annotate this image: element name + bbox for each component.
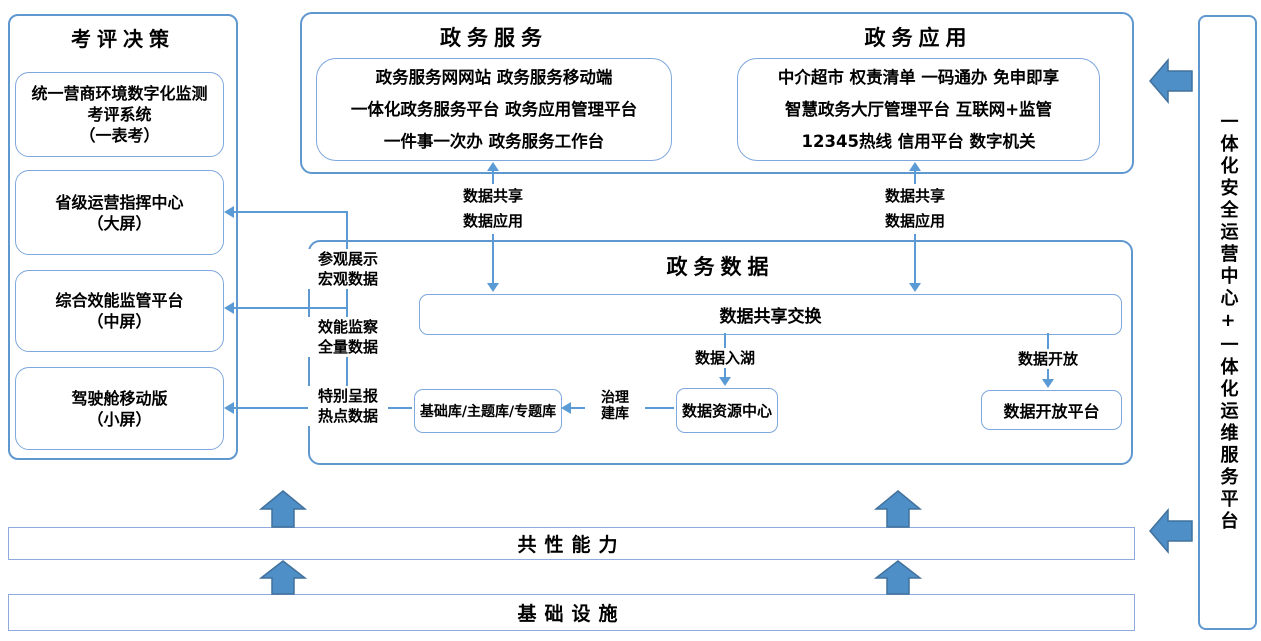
data-open-platform-box: 数据开放平台 — [981, 390, 1122, 430]
data-exchange-label: 数据共享交换 — [719, 307, 822, 327]
gov-service-title: 政务服务 — [440, 26, 548, 50]
down-arrowhead-icon — [487, 283, 499, 292]
down-arrowhead-icon — [1042, 379, 1054, 388]
command-center-line: （大屏） — [87, 213, 152, 233]
left-block-arrow-icon — [1149, 507, 1193, 555]
share-apply-line: 数据共享 — [884, 187, 945, 205]
share-apply-line: 数据应用 — [462, 212, 523, 230]
gov-application-line: 智慧政务大厅管理平台 互联网+监管 — [784, 99, 1053, 119]
cockpit-mobile-box: 驾驶舱移动版 （小屏） — [15, 367, 224, 450]
up-arrowhead-icon — [487, 162, 499, 171]
left-arrowhead-icon — [561, 402, 571, 414]
data-resource-center-label: 数据资源中心 — [681, 402, 772, 420]
evaluation-panel: 考评决策 统一营商环境数字化监测 考评系统 （一表考） 省级运营指挥中心 （大屏… — [8, 14, 238, 460]
branch-macro-label: 参观展示 宏观数据 — [308, 249, 388, 289]
gov-service-line: 一体化政务服务平台 政务应用管理平台 — [350, 99, 638, 119]
share-apply-label-left: 数据共享 数据应用 — [453, 184, 533, 234]
data-lake-label: 数据入湖 — [692, 348, 758, 368]
base-db-box: 基础库/主题库/专题库 — [414, 389, 562, 433]
gov-service-box: 政务服务网网站 政务服务移动端 一体化政务服务平台 政务应用管理平台 一件事一次… — [316, 58, 672, 161]
elbow-connector — [233, 211, 348, 408]
govern-line: 治理 — [601, 390, 629, 406]
share-apply-line: 数据应用 — [884, 212, 945, 230]
base-db-label: 基础库/主题库/专题库 — [419, 404, 557, 420]
up-block-arrow-icon — [258, 560, 308, 595]
service-application-panel: 政务服务 政务服务网网站 政务服务移动端 一体化政务服务平台 政务应用管理平台 … — [300, 12, 1134, 174]
branch-hot-label: 特别呈报 热点数据 — [308, 386, 388, 426]
common-capability-bar: 共性能力 — [8, 527, 1135, 560]
branch-full-label: 效能监察 全量数据 — [308, 317, 388, 357]
infrastructure-bar: 基础设施 — [8, 594, 1135, 631]
left-arrowhead-icon — [224, 206, 234, 218]
govern-label: 治理 建库 — [585, 390, 645, 422]
gov-application-title: 政务应用 — [864, 26, 973, 50]
command-center-line: 省级运营指挥中心 — [55, 192, 184, 212]
common-capability-label: 共性能力 — [517, 534, 626, 556]
branch-macro-line: 参观展示 — [317, 250, 378, 268]
branch-full-line: 效能监察 — [317, 318, 378, 336]
gov-application-line: 12345热线 信用平台 数字机关 — [801, 131, 1036, 151]
cockpit-mobile-line: （小屏） — [87, 409, 152, 429]
gov-application-box: 中介超市 权责清单 一码通办 免申即享 智慧政务大厅管理平台 互联网+监管 12… — [737, 58, 1100, 161]
supervision-platform-line: 综合效能监管平台 — [55, 291, 184, 310]
govern-line: 建库 — [601, 406, 629, 422]
cockpit-mobile-line: 驾驶舱移动版 — [71, 388, 168, 408]
monitor-system-line: 考评系统 — [87, 105, 152, 124]
ops-security-sidebar: 一体化安全运营中心+一体化运维服务平台 — [1198, 15, 1257, 630]
down-arrowhead-icon — [909, 283, 921, 292]
monitor-system-line: （一表考） — [79, 126, 160, 145]
up-block-arrow-icon — [873, 560, 923, 595]
share-apply-label-right: 数据共享 数据应用 — [875, 184, 955, 234]
gov-service-line: 一件事一次办 政务服务工作台 — [383, 131, 605, 151]
down-arrowhead-icon — [719, 377, 731, 386]
gov-data-title: 政务数据 — [666, 255, 775, 279]
supervision-platform-box: 综合效能监管平台 （中屏） — [15, 270, 224, 352]
branch-hot-line: 热点数据 — [317, 407, 378, 425]
data-resource-center-box: 数据资源中心 — [676, 388, 778, 433]
evaluation-panel-title: 考评决策 — [71, 27, 175, 51]
data-open-label: 数据开放 — [1015, 349, 1081, 369]
branch-hot-line: 特别呈报 — [317, 387, 378, 405]
ops-security-sidebar-text: 一体化安全运营中心+一体化运维服务平台 — [1217, 112, 1239, 533]
left-arrowhead-icon — [224, 402, 234, 414]
gov-service-line: 政务服务网网站 政务服务移动端 — [375, 67, 613, 87]
supervision-platform-line: （中屏） — [87, 312, 152, 331]
monitor-system-box: 统一营商环境数字化监测 考评系统 （一表考） — [15, 72, 224, 157]
up-arrowhead-icon — [909, 162, 921, 171]
left-block-arrow-icon — [1149, 57, 1193, 105]
left-arrowhead-icon — [224, 302, 234, 314]
branch-macro-line: 宏观数据 — [317, 270, 378, 288]
monitor-system-line: 统一营商环境数字化监测 — [31, 84, 208, 103]
gov-application-line: 中介超市 权责清单 一码通办 免申即享 — [777, 67, 1060, 87]
data-exchange-bar: 数据共享交换 — [419, 294, 1122, 335]
up-block-arrow-icon — [873, 490, 923, 528]
command-center-box: 省级运营指挥中心 （大屏） — [15, 170, 224, 255]
infrastructure-label: 基础设施 — [517, 603, 626, 625]
share-apply-line: 数据共享 — [462, 187, 523, 205]
branch-full-line: 全量数据 — [317, 338, 378, 356]
data-open-platform-label: 数据开放平台 — [1003, 402, 1100, 421]
up-block-arrow-icon — [258, 490, 308, 528]
